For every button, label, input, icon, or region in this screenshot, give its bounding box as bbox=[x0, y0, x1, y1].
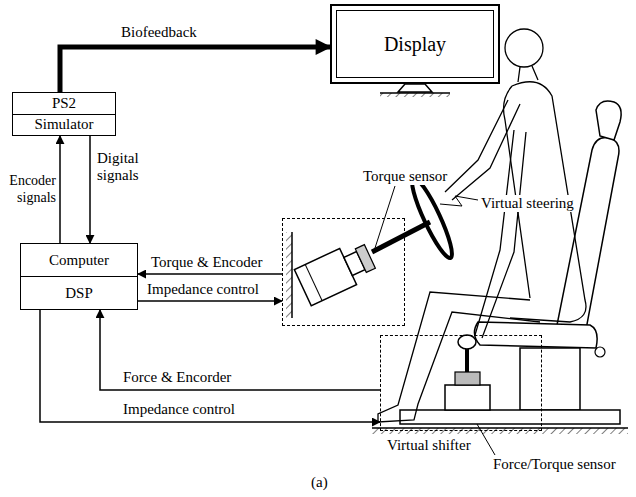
region-title: Virtual shifter bbox=[385, 437, 473, 454]
signal-label: Torque & Encoder bbox=[150, 254, 263, 271]
shifter-knob bbox=[458, 335, 476, 349]
node-text: Display bbox=[384, 33, 446, 55]
signal-label: Biofeedback bbox=[120, 24, 198, 41]
figure-caption: (a) bbox=[310, 474, 329, 491]
node-text: PS2 bbox=[13, 93, 115, 115]
force-torque-sensor bbox=[455, 372, 480, 385]
virtual-steering-leader bbox=[440, 196, 478, 206]
computer-box: ComputerDSP bbox=[20, 243, 138, 310]
region-title: Virtual steering bbox=[479, 195, 576, 212]
drawing-part bbox=[378, 292, 540, 422]
drawing-part bbox=[504, 86, 530, 298]
signal-arrow bbox=[100, 310, 380, 390]
monitor-stand bbox=[398, 84, 432, 92]
steering-region: Virtual steering bbox=[282, 218, 405, 326]
signal-label: Digital signals bbox=[96, 150, 160, 184]
signal-label: Impedance control bbox=[146, 281, 260, 298]
seat-back bbox=[555, 138, 619, 336]
seat-rail bbox=[400, 410, 620, 424]
steering-motor bbox=[294, 238, 378, 306]
torque-sensor-leader bbox=[375, 186, 395, 248]
part-label: Force/Torque sensor bbox=[492, 456, 617, 473]
signal-arrow bbox=[40, 310, 380, 422]
node-text: Simulator bbox=[13, 115, 115, 136]
drawing-part bbox=[518, 66, 538, 82]
node-text: DSP bbox=[21, 277, 137, 309]
signal-arrow bbox=[60, 47, 330, 92]
seat-pivot bbox=[595, 347, 605, 357]
driver-figure bbox=[378, 29, 586, 422]
drawing-part bbox=[505, 29, 543, 67]
floor-hatch bbox=[372, 428, 628, 434]
drawing-part bbox=[475, 130, 526, 338]
drawing-part bbox=[305, 264, 322, 300]
display-box: Display bbox=[330, 4, 500, 84]
signal-label: Encoder signals bbox=[3, 172, 57, 206]
shifter-base bbox=[445, 385, 490, 410]
steering-wall-hatch bbox=[286, 232, 292, 318]
signal-arrow bbox=[138, 300, 282, 302]
signal-arrow bbox=[89, 136, 91, 243]
monitor-hatch bbox=[380, 93, 450, 97]
seat-base bbox=[520, 348, 580, 410]
signal-arrow bbox=[59, 136, 61, 243]
steering-column bbox=[372, 222, 430, 252]
shifter-shaft bbox=[465, 346, 469, 372]
drawing-part bbox=[355, 245, 375, 273]
node-text: Computer bbox=[21, 244, 137, 277]
signal-label: Force & Encorder bbox=[122, 369, 232, 386]
shifter-region: Virtual shifter bbox=[380, 335, 542, 431]
drawing-part bbox=[445, 100, 520, 200]
signal-label: Impedance control bbox=[122, 401, 236, 418]
part-label: Torque sensor bbox=[362, 168, 448, 185]
headrest bbox=[596, 101, 621, 140]
simulator-box: PS2Simulator bbox=[12, 92, 116, 136]
signal-arrow bbox=[138, 273, 282, 275]
